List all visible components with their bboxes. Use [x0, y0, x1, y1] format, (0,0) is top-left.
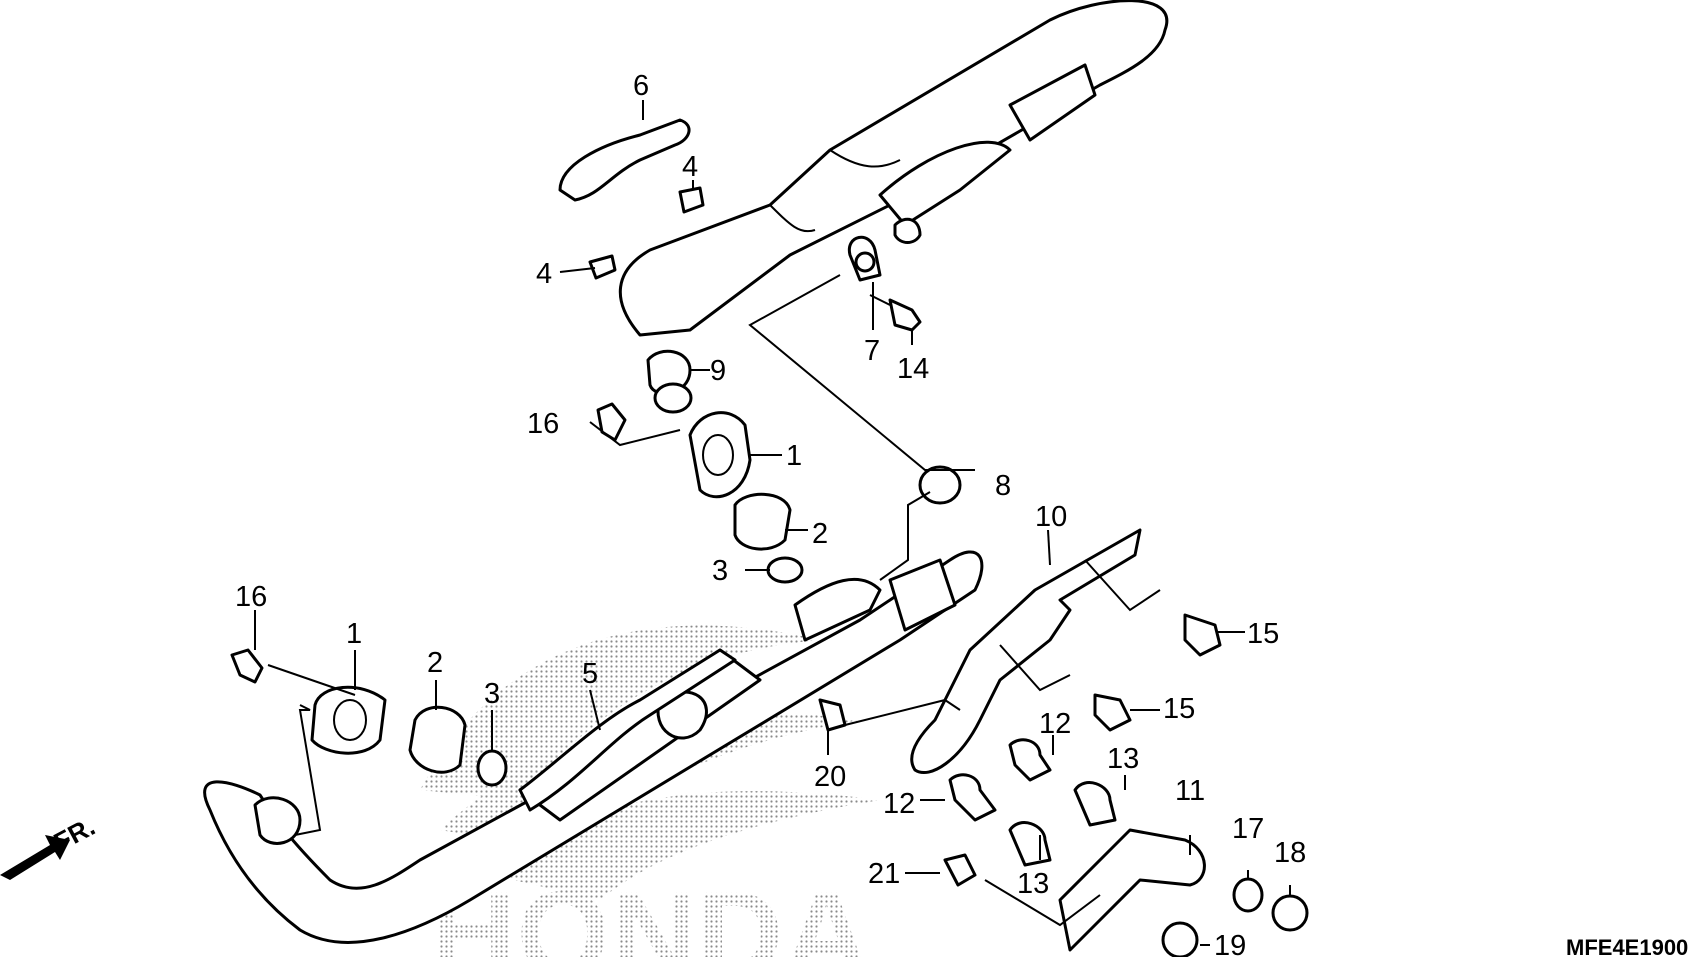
- callout-17: 17: [1232, 813, 1264, 845]
- callout-9: 9: [710, 355, 726, 387]
- callout-8: 8: [995, 470, 1011, 502]
- callout-11: 11: [1175, 775, 1205, 807]
- callout-1: 1: [346, 618, 362, 650]
- clip-4-lower: [588, 254, 617, 280]
- stud-16-upper: [596, 402, 627, 442]
- callout-16: 16: [235, 581, 267, 613]
- callout-3: 3: [484, 678, 500, 710]
- bolt-15-lower: [1093, 693, 1132, 732]
- callout-21: 21: [868, 858, 900, 890]
- callout-16: 16: [527, 408, 559, 440]
- clip-4-upper: [678, 186, 705, 214]
- callout-19: 19: [1214, 930, 1246, 957]
- callout-6: 6: [633, 70, 649, 102]
- collar-13-lower: [1008, 821, 1052, 867]
- watermark-text: HONDA: [430, 867, 870, 957]
- upper-muffler: [618, 0, 1169, 414]
- bolt-15-upper: [1183, 613, 1222, 657]
- callout-18: 18: [1274, 837, 1306, 869]
- washer-17: [1232, 877, 1264, 913]
- collar-2-lower: [408, 705, 467, 774]
- collar-13-upper: [1073, 781, 1117, 827]
- bracket-11: [1058, 828, 1206, 952]
- callout-1: 1: [786, 440, 802, 472]
- gasket-1-lower: [310, 685, 387, 755]
- ring-3-lower: [476, 749, 508, 787]
- stud-16-lower: [230, 648, 264, 684]
- callout-13: 13: [1017, 868, 1049, 900]
- gasket-1-upper: [688, 411, 752, 499]
- heat-shield-5: [518, 648, 737, 812]
- heat-shield-6: [558, 118, 691, 202]
- lower-muffler: [203, 550, 984, 944]
- callouts: 6 4 4 7 14 9 16 1 8 2 3 10 15 15 16 1 2 …: [235, 70, 1306, 957]
- callout-4: 4: [536, 258, 552, 290]
- front-direction-marker: FR.: [0, 811, 100, 880]
- pipe-end-lower: [253, 796, 302, 845]
- nut-18: [1271, 894, 1309, 932]
- ring-3-upper: [766, 556, 804, 584]
- callout-10: 10: [1035, 501, 1067, 533]
- bolt-21: [943, 853, 977, 887]
- callout-5: 5: [582, 658, 598, 690]
- hose-clamp: [893, 217, 922, 244]
- callout-4: 4: [682, 151, 698, 183]
- callout-7: 7: [864, 335, 880, 367]
- callout-3: 3: [712, 555, 728, 587]
- bolt-14: [869, 294, 922, 332]
- callout-12: 12: [883, 788, 915, 820]
- collar-12-upper: [1008, 738, 1052, 782]
- nut-19: [1161, 921, 1199, 957]
- collar-2-upper: [733, 492, 792, 551]
- leader-lines: [254, 100, 1291, 946]
- callout-14: 14: [897, 353, 929, 385]
- callout-15: 15: [1163, 693, 1195, 725]
- callout-15: 15: [1247, 618, 1279, 650]
- callout-2: 2: [812, 518, 828, 550]
- collar-12-lower: [948, 773, 997, 822]
- callout-13: 13: [1107, 743, 1139, 775]
- callout-2: 2: [427, 647, 443, 679]
- callout-12: 12: [1039, 708, 1071, 740]
- callout-20: 20: [814, 761, 846, 793]
- bracket-10: [910, 528, 1142, 774]
- diagram-code: MFE4E1900: [1566, 935, 1688, 957]
- collar-8: [918, 465, 962, 505]
- clamp-7: [847, 235, 882, 282]
